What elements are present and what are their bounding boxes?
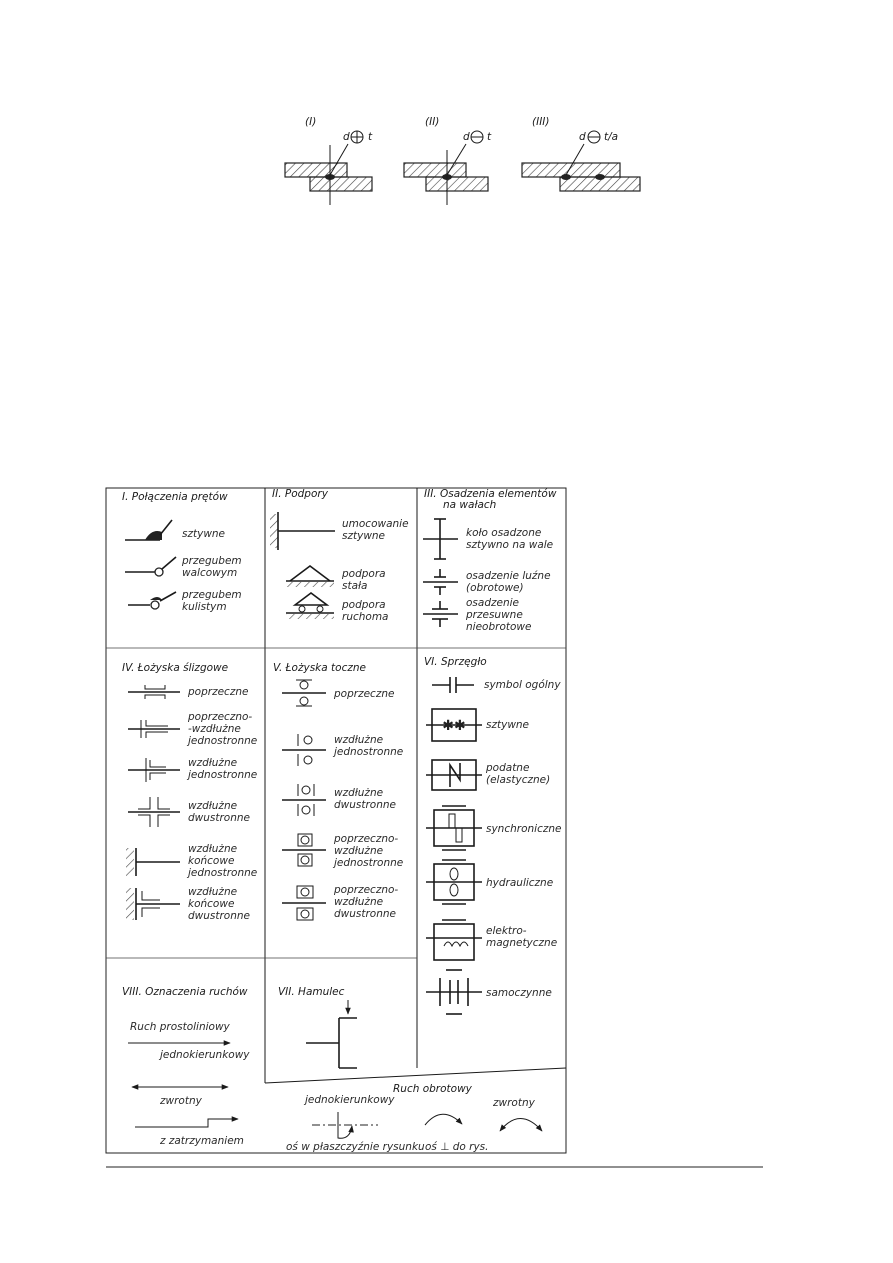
label: nieobrotowe: [466, 621, 531, 633]
label: przegubem: [181, 555, 242, 567]
label: hydrauliczne: [486, 877, 553, 889]
section-title-3b: na wałach: [443, 499, 496, 511]
label: stała: [342, 580, 367, 592]
section-title-8: VIII. Oznaczenia ruchów: [122, 986, 248, 998]
symbol-t-3: t/a: [604, 131, 618, 143]
section-couplings: VI. Sprzęgło symbol ogólny ✱✱ sztywne po…: [424, 656, 561, 1015]
weld-panel-2: (II) d t: [403, 116, 492, 205]
label: poprzeczne: [187, 686, 248, 698]
label: magnetyczne: [486, 937, 557, 949]
label: wzdłużne: [188, 886, 237, 898]
label: dwustronne: [188, 910, 250, 922]
label: poprzeczno-: [333, 833, 398, 845]
label: dwustronne: [188, 812, 250, 824]
label: dwustronne: [334, 799, 396, 811]
section-title-2: II. Podpory: [272, 488, 329, 500]
label: Ruch prostoliniowy: [130, 1021, 231, 1033]
label: sztywne: [182, 528, 225, 540]
label: wzdłużne: [334, 845, 383, 857]
label: oś w płaszczyźnie rysunku: [286, 1141, 425, 1153]
label: dwustronne: [334, 908, 396, 920]
label: wzdłużne: [188, 800, 237, 812]
section-supports: II. Podpory umocowanie sztywne podpora s…: [270, 488, 409, 623]
label: przegubem: [181, 589, 242, 601]
label: umocowanie: [342, 518, 409, 530]
label: symbol ogólny: [484, 679, 561, 691]
section-title-5: V. Łożyska toczne: [273, 662, 366, 674]
weld-figure: (I) d t (II) d t (III): [284, 116, 641, 205]
section-motion-marks: VIII. Oznaczenia ruchów Ruch prostolinio…: [122, 986, 250, 1147]
label: poprzeczno-: [333, 884, 398, 896]
label: jednostronne: [332, 746, 403, 758]
label: zwrotny: [492, 1097, 536, 1109]
label: (elastyczne): [486, 774, 550, 786]
label: wzdłużne: [188, 757, 237, 769]
label: jednostronne: [332, 857, 403, 869]
weld-panel-3: (III) d t/a: [521, 116, 641, 192]
label: wzdłużne: [334, 734, 383, 746]
label: osadzenie luźne: [466, 570, 551, 582]
section-rolling-bearings: V. Łożyska toczne poprzeczne wzdłużne je…: [273, 662, 403, 921]
label: zwrotny: [159, 1095, 203, 1107]
label: końcowe: [188, 855, 234, 867]
label: ruchoma: [342, 611, 389, 623]
symbol-t-2: t: [487, 131, 492, 143]
label: końcowe: [188, 898, 234, 910]
label: podpora: [341, 599, 386, 611]
section-joints: I. Połączenia prętów sztywne przegubem w…: [122, 491, 242, 613]
section-title-6: VI. Sprzęgło: [424, 656, 487, 668]
label: jednokierunkowy: [303, 1094, 395, 1106]
label: podpora: [341, 568, 386, 580]
label: osadzenie: [466, 597, 519, 609]
label: wzdłużne: [334, 787, 383, 799]
label: jednostronne: [186, 769, 257, 781]
label: -wzdłużne: [188, 723, 241, 735]
label: synchroniczne: [486, 823, 561, 835]
section-rotational-motion: Ruch obrotowy jednokierunkowy oś w płasz…: [286, 1083, 543, 1153]
star-glyph: ✱✱: [442, 718, 465, 734]
panel-label-2: (II): [425, 116, 439, 128]
label: przesuwne: [465, 609, 523, 621]
weld-panel-1: (I) d t: [284, 116, 373, 205]
symbol-d-3: d: [579, 131, 586, 143]
label: podatne: [485, 762, 529, 774]
symbol-d-2: d: [463, 131, 470, 143]
panel-label-1: (I): [305, 116, 316, 128]
section-brake: VII. Hamulec: [278, 986, 357, 1069]
label: poprzeczne: [333, 688, 394, 700]
section-title-4: IV. Łożyska ślizgowe: [122, 662, 228, 674]
section-shaft-mounting: III. Osadzenia elementów na wałach koło …: [423, 488, 557, 633]
label: koło osadzone: [466, 527, 541, 539]
section-title-3: III. Osadzenia elementów: [424, 488, 557, 500]
label: walcowym: [182, 567, 237, 579]
section-plain-bearings: IV. Łożyska ślizgowe poprzeczne poprzecz…: [122, 662, 257, 922]
panel-label-3: (III): [532, 116, 549, 128]
label: sztywne: [486, 719, 529, 731]
section-title-1: I. Połączenia prętów: [122, 491, 228, 503]
label: jednostronne: [186, 735, 257, 747]
label: poprzeczno-: [187, 711, 252, 723]
symbol-table: I. Połączenia prętów sztywne przegubem w…: [105, 487, 567, 1154]
symbol-t-1: t: [368, 131, 373, 143]
label: sztywne: [342, 530, 385, 542]
label: jednokierunkowy: [158, 1049, 250, 1061]
label: samoczynne: [486, 987, 552, 999]
section-title-7: VII. Hamulec: [278, 986, 345, 998]
label: wzdłużne: [334, 896, 383, 908]
label: z zatrzymaniem: [159, 1135, 244, 1147]
rotation-title: Ruch obrotowy: [393, 1083, 473, 1095]
symbol-d-1: d: [343, 131, 350, 143]
label: jednostronne: [186, 867, 257, 879]
label: elektro-: [486, 925, 527, 937]
label: (obrotowe): [466, 582, 524, 594]
label: sztywno na wale: [466, 539, 553, 551]
label: kulistym: [182, 601, 227, 613]
label: oś ⊥ do rys.: [425, 1141, 488, 1153]
label: wzdłużne: [188, 843, 237, 855]
